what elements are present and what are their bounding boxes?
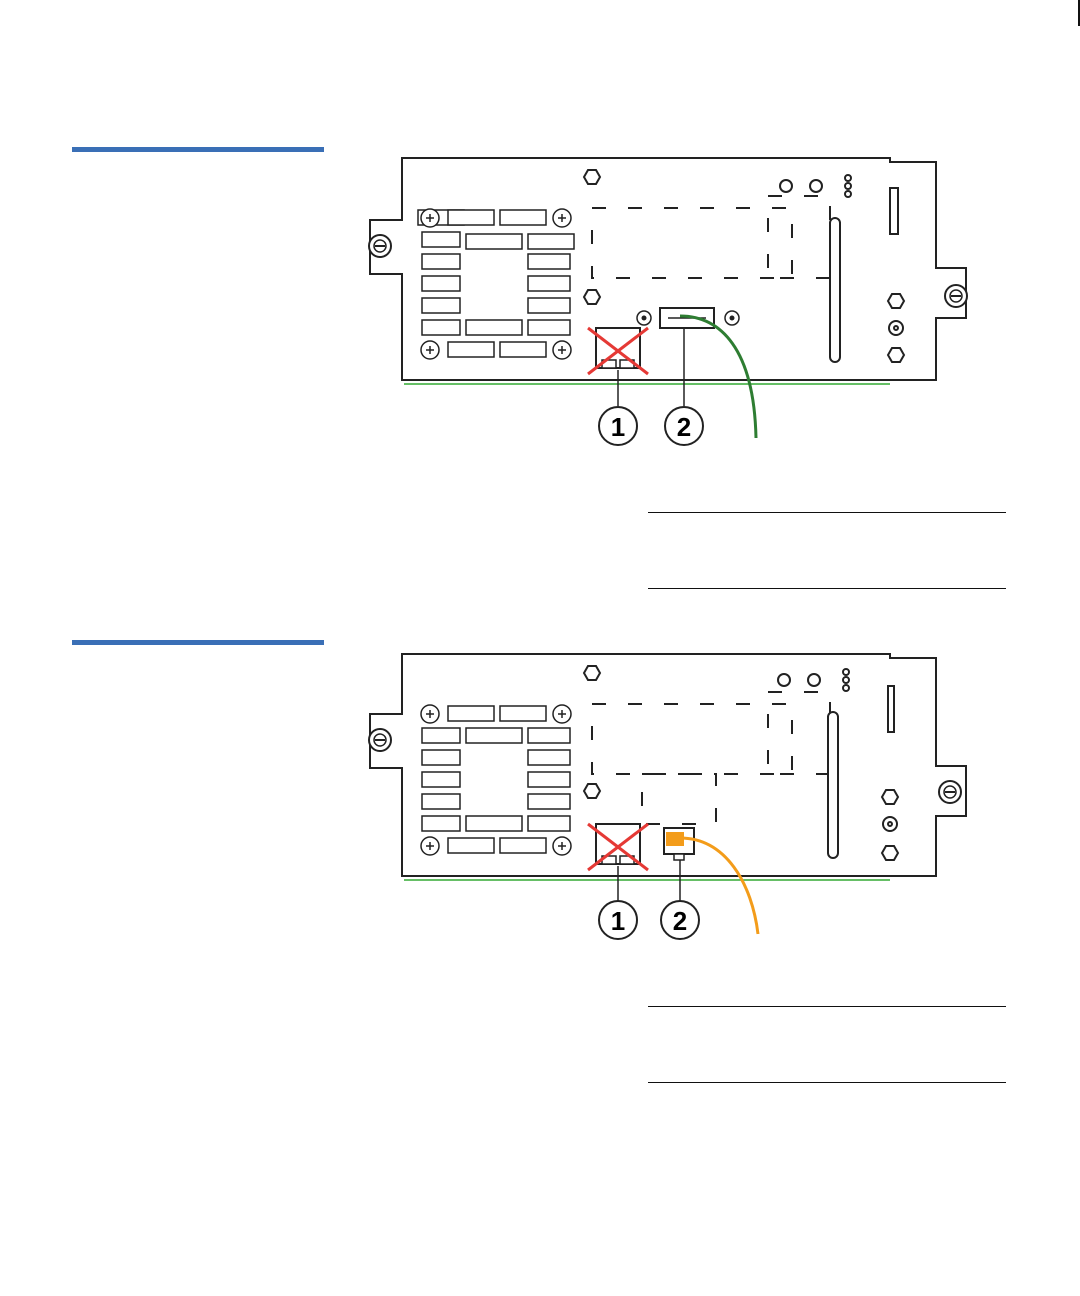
table-rule-top-1 (648, 512, 1006, 513)
figure-ethernet-drive: 1 2 (330, 648, 1050, 968)
table-rule-bottom-2 (648, 1082, 1006, 1083)
section-rule-1 (72, 147, 324, 152)
callout-2: 2 (661, 901, 699, 939)
table-rule-top-2 (648, 1006, 1006, 1007)
svg-text:2: 2 (677, 412, 691, 442)
left-mount-screw-icon (369, 729, 391, 751)
release-slot (890, 188, 898, 234)
right-mount-screw-icon (945, 285, 967, 307)
handle-slot (828, 712, 838, 858)
figure-fibre-drive: 1 2 (330, 148, 1050, 468)
right-mount-screw-icon (939, 781, 961, 803)
svg-text:1: 1 (611, 412, 625, 442)
fibre-drive-diagram: 1 2 (330, 148, 1050, 468)
callout-2: 2 (665, 407, 703, 445)
callout-1: 1 (599, 901, 637, 939)
port-1-not-used (588, 824, 648, 870)
table-rule-bottom-1 (648, 588, 1006, 589)
port-1-not-used (588, 328, 648, 374)
svg-text:1: 1 (611, 906, 625, 936)
handle-slot (830, 218, 840, 362)
left-mount-screw-icon (369, 235, 391, 257)
ethernet-drive-diagram: 1 2 (330, 648, 1050, 968)
callout-1: 1 (599, 407, 637, 445)
release-slot (888, 686, 894, 732)
svg-text:2: 2 (673, 906, 687, 936)
section-rule-2 (72, 640, 324, 645)
